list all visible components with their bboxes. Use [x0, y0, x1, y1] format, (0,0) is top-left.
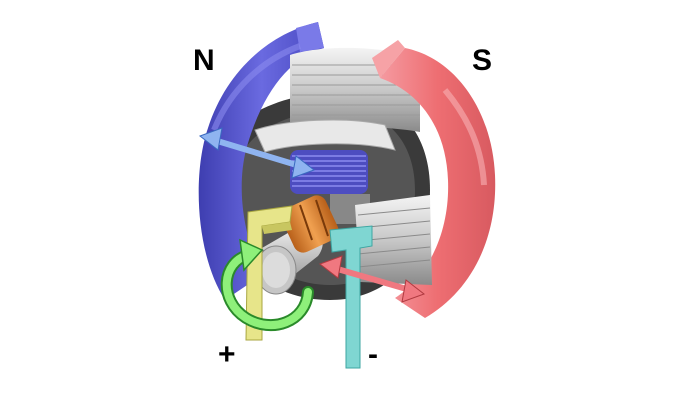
field-arrow-blue [198, 127, 316, 179]
south-pole-label: S [472, 44, 493, 77]
commutator [281, 195, 339, 253]
positive-terminal-label: + [218, 338, 236, 371]
north-pole-label: N [193, 44, 215, 77]
negative-terminal-label: - [368, 338, 378, 371]
rotation-arrow [220, 238, 314, 332]
armature-bottom-pole [355, 195, 432, 285]
negative-brush [329, 225, 373, 369]
south-magnet [372, 40, 496, 318]
positive-brush [245, 205, 293, 341]
north-magnet [198, 22, 324, 300]
field-arrow-red [318, 255, 426, 303]
